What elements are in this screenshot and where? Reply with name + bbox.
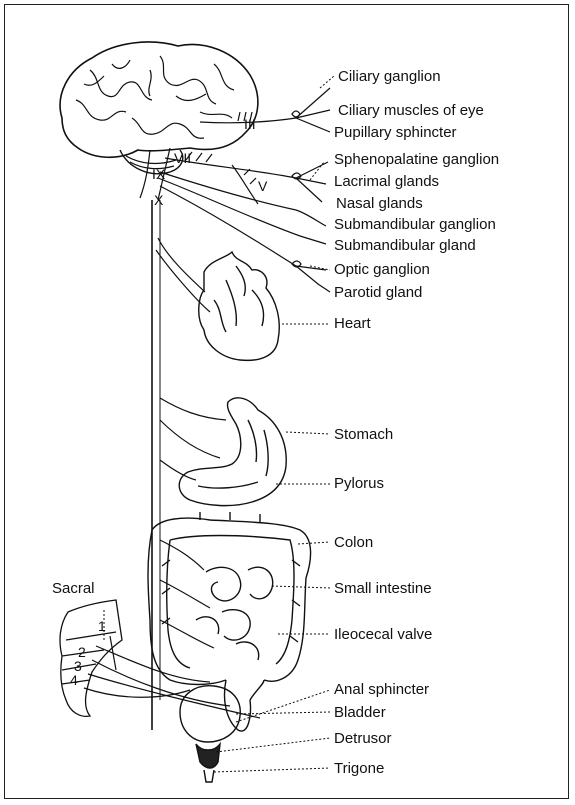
sacral-label: Sacral — [52, 580, 95, 598]
label-detrusor: Detrusor — [334, 730, 392, 748]
label-anal-sphincter: Anal sphincter — [334, 681, 429, 699]
label-ciliary-muscles: Ciliary muscles of eye — [338, 102, 484, 120]
label-small-intestine: Small intestine — [334, 580, 432, 598]
cranial-nerve-v-label: V — [258, 178, 267, 194]
heart-drawing — [199, 252, 280, 360]
cranial-nerve-x-label: X — [154, 192, 163, 208]
sacral-segment-4: 4 — [70, 672, 78, 688]
label-stomach: Stomach — [334, 426, 393, 444]
label-nasal-glands: Nasal glands — [336, 195, 423, 213]
label-parotid-gland: Parotid gland — [334, 284, 422, 302]
label-trigone: Trigone — [334, 760, 384, 778]
label-pupillary-sphincter: Pupillary sphincter — [334, 124, 457, 142]
sacral-segment-1: 1 — [98, 618, 106, 634]
cranial-nerve-ix-label: IX — [152, 166, 165, 182]
label-heart: Heart — [334, 315, 371, 333]
intestine-drawing — [148, 512, 311, 731]
cranial-nerve-iii-label: III — [244, 116, 256, 132]
label-pylorus: Pylorus — [334, 475, 384, 493]
bladder-drawing — [180, 686, 240, 782]
label-lacrimal-glands: Lacrimal glands — [334, 173, 439, 191]
sacrum-drawing — [60, 600, 122, 716]
label-submandibular-ganglion: Submandibular ganglion — [334, 216, 496, 234]
label-colon: Colon — [334, 534, 373, 552]
label-optic-ganglion: Optic ganglion — [334, 261, 430, 279]
label-sphenopalatine-ganglion: Sphenopalatine ganglion — [334, 151, 499, 169]
cranial-nerve-vii-label: VII — [174, 150, 191, 166]
label-ileocecal-valve: Ileocecal valve — [334, 626, 432, 644]
label-ciliary-ganglion: Ciliary ganglion — [338, 68, 441, 86]
label-bladder: Bladder — [334, 704, 386, 722]
label-submandibular-gland: Submandibular gland — [334, 237, 476, 255]
